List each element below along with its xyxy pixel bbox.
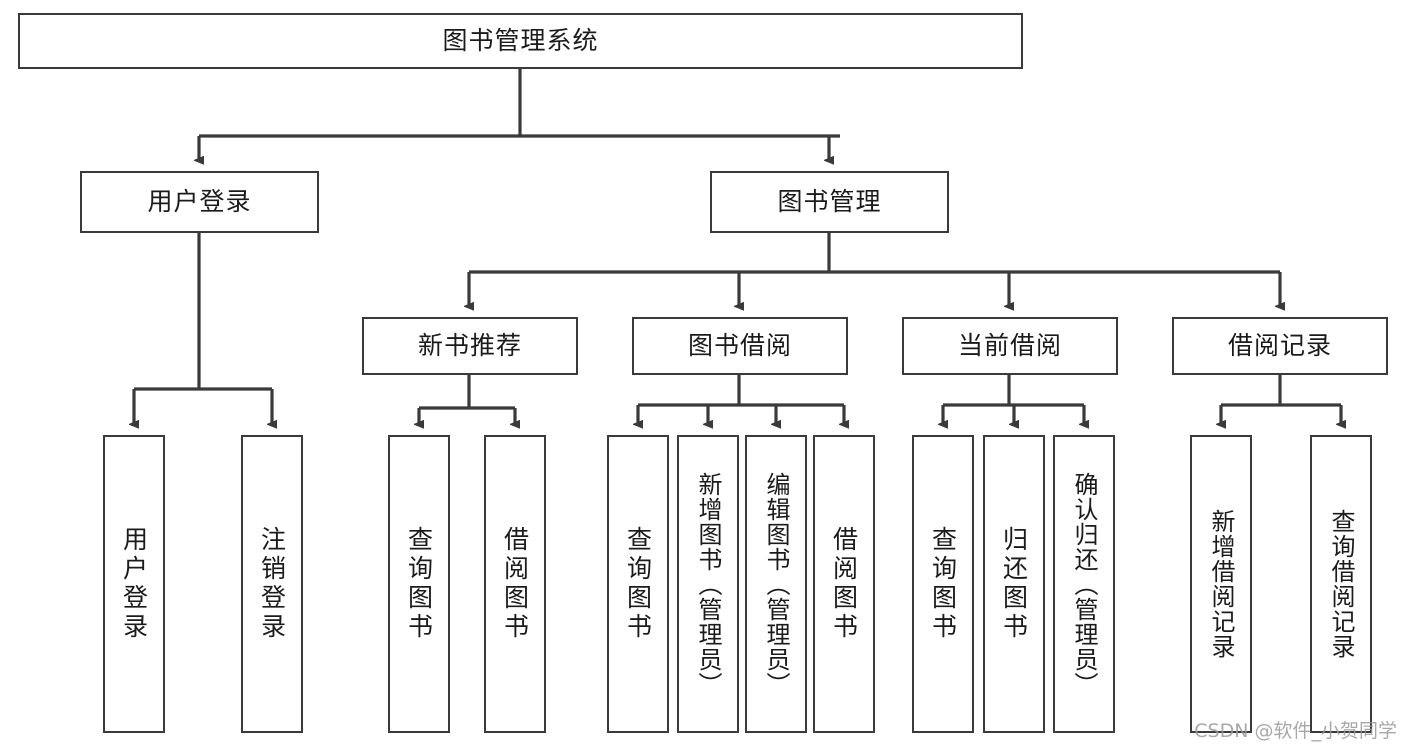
- node-leaf-borrow-book-2-label: 借阅图书: [829, 526, 859, 642]
- node-leaf-query-borrow-record-label: 查询借阅记录: [1327, 509, 1355, 659]
- node-user-login-label: 用户登录: [147, 187, 252, 217]
- node-leaf-add-book-admin-label: 新增图书（管理员）: [694, 471, 722, 697]
- watermark-text: CSDN @软件_小贺同学: [1194, 720, 1397, 742]
- node-leaf-edit-book-admin-label: 编辑图书（管理员）: [762, 471, 790, 697]
- node-root-label: 图书管理系统: [442, 26, 599, 56]
- node-leaf-return-book[interactable]: 归还图书: [983, 435, 1045, 733]
- node-book-manage[interactable]: 图书管理: [710, 171, 949, 233]
- node-leaf-query-book-1-label: 查询图书: [404, 526, 434, 642]
- node-leaf-logout-login[interactable]: 注销登录: [241, 435, 303, 733]
- node-new-book-recommend[interactable]: 新书推荐: [362, 317, 578, 375]
- node-leaf-confirm-return-admin-label: 确认归还（管理员）: [1070, 471, 1098, 697]
- node-leaf-query-book-2[interactable]: 查询图书: [607, 435, 669, 733]
- node-leaf-add-borrow-record[interactable]: 新增借阅记录: [1190, 435, 1252, 733]
- node-current-borrow-label: 当前借阅: [957, 331, 1062, 361]
- node-leaf-query-borrow-record[interactable]: 查询借阅记录: [1310, 435, 1372, 733]
- node-current-borrow[interactable]: 当前借阅: [902, 317, 1118, 375]
- node-leaf-query-book-3-label: 查询图书: [928, 526, 958, 642]
- node-borrow-record-label: 借阅记录: [1227, 331, 1332, 361]
- node-leaf-return-book-label: 归还图书: [999, 526, 1029, 642]
- node-leaf-user-login-label: 用户登录: [119, 526, 149, 642]
- node-leaf-logout-login-label: 注销登录: [257, 526, 287, 642]
- node-leaf-query-book-2-label: 查询图书: [623, 526, 653, 642]
- node-borrow-record[interactable]: 借阅记录: [1172, 317, 1388, 375]
- node-leaf-query-book-3[interactable]: 查询图书: [912, 435, 974, 733]
- node-leaf-user-login[interactable]: 用户登录: [103, 435, 165, 733]
- node-book-manage-label: 图书管理: [777, 187, 882, 217]
- node-leaf-query-book-1[interactable]: 查询图书: [388, 435, 450, 733]
- node-leaf-borrow-book-1[interactable]: 借阅图书: [484, 435, 546, 733]
- node-leaf-borrow-book-2[interactable]: 借阅图书: [813, 435, 875, 733]
- node-leaf-add-borrow-record-label: 新增借阅记录: [1207, 509, 1235, 659]
- node-leaf-confirm-return-admin[interactable]: 确认归还（管理员）: [1053, 435, 1115, 733]
- node-new-book-recommend-label: 新书推荐: [417, 331, 522, 361]
- node-user-login[interactable]: 用户登录: [80, 171, 319, 233]
- node-book-borrow-label: 图书借阅: [687, 331, 792, 361]
- node-root[interactable]: 图书管理系统: [18, 13, 1023, 69]
- node-leaf-edit-book-admin[interactable]: 编辑图书（管理员）: [745, 435, 807, 733]
- node-book-borrow[interactable]: 图书借阅: [632, 317, 848, 375]
- node-leaf-add-book-admin[interactable]: 新增图书（管理员）: [677, 435, 739, 733]
- node-leaf-borrow-book-1-label: 借阅图书: [500, 526, 530, 642]
